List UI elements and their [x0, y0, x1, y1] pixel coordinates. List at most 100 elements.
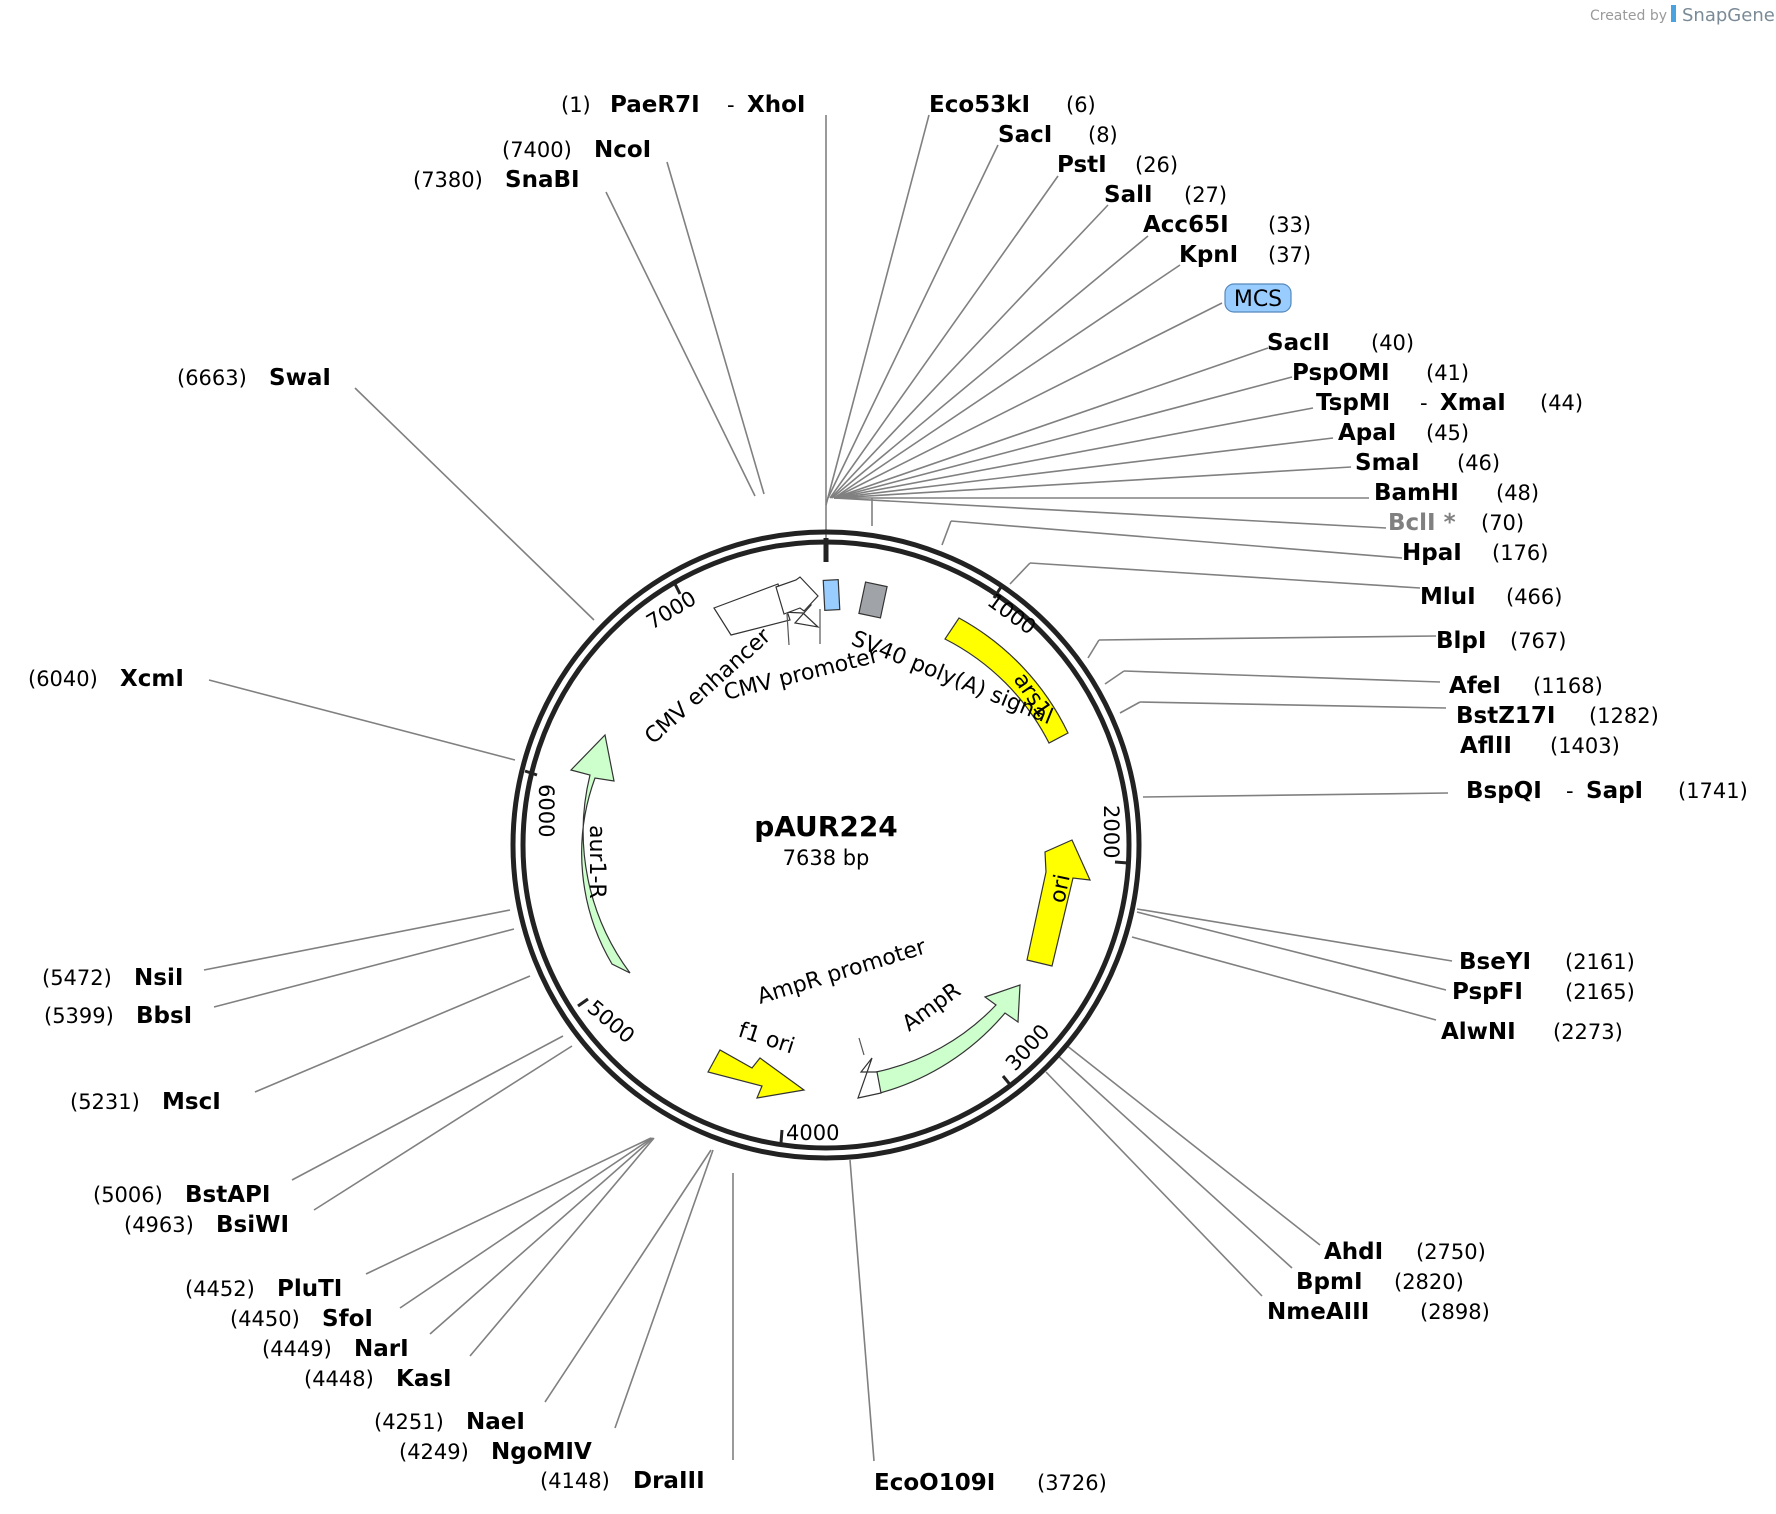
site-position: (4449) — [262, 1337, 332, 1361]
plasmid-backbone — [510, 529, 1142, 1161]
feature-leader — [858, 1037, 865, 1056]
site-name: BsiWI — [216, 1212, 289, 1238]
leader-line — [666, 161, 765, 495]
sv40-polya-block — [858, 581, 888, 619]
site-kpni: KpnI (37) — [1179, 242, 1311, 268]
site-xcmi: (6040) XcmI — [28, 666, 184, 692]
site-position: (1168) — [1533, 674, 1603, 698]
site-leader-lines — [203, 114, 1453, 1462]
site-name: MluI — [1420, 584, 1476, 610]
leader-line — [1136, 911, 1447, 991]
site-saci: SacI (8) — [998, 122, 1118, 148]
site-bstz17i: BstZ17I (1282) — [1456, 703, 1659, 729]
ori-arrow — [1026, 839, 1091, 967]
site-name: KpnI — [1179, 242, 1238, 268]
snapgene-credit: Created by SnapGene — [1590, 5, 1775, 26]
site-bstapi: (5006) BstAPI — [93, 1182, 270, 1208]
site-pspfi: PspFI (2165) — [1452, 979, 1635, 1005]
leader-line — [1131, 936, 1437, 1021]
leader-line — [833, 347, 1269, 499]
site-psti: PstI (26) — [1057, 152, 1178, 178]
leader-line — [365, 1137, 652, 1275]
site-ecoo109i: EcoO109I (3726) — [874, 1470, 1107, 1496]
site-aflii: AflII (1403) — [1460, 733, 1620, 759]
site-name: AlwNI — [1441, 1019, 1516, 1045]
site-smai: SmaI (46) — [1355, 450, 1500, 476]
site-eco53ki: Eco53kI (6) — [929, 92, 1096, 118]
leader-line — [1119, 701, 1141, 714]
site-ahdi: AhdI (2750) — [1324, 1239, 1486, 1265]
tick-label-2000: 2000 — [1099, 805, 1123, 858]
site-name: TspMI — [1316, 390, 1390, 416]
site-sali: SalI (27) — [1104, 182, 1227, 208]
ampr-promoter-arrow — [857, 1057, 882, 1099]
site-name: Acc65I — [1143, 212, 1229, 238]
aur1-r-label: aur1-R — [584, 825, 609, 899]
tick-mark-3000 — [1001, 1075, 1014, 1088]
site-name: NcoI — [594, 137, 651, 163]
leader-line — [429, 1137, 654, 1335]
site-name: BpmI — [1296, 1269, 1363, 1295]
site-position: (37) — [1268, 243, 1311, 267]
site-name: NaeI — [466, 1409, 525, 1435]
site-sacii: SacII (40) — [1267, 330, 1414, 356]
tick-mark-6000 — [524, 769, 538, 777]
site-position: (3726) — [1037, 1471, 1107, 1495]
site-position: (2898) — [1420, 1300, 1490, 1324]
site-bseyi: BseYI (2161) — [1459, 949, 1635, 975]
site-name: PaeR7I — [610, 92, 700, 118]
leader-line — [831, 235, 1149, 499]
site-mlui: MluI (466) — [1420, 584, 1562, 610]
site-name: BbsI — [136, 1003, 192, 1029]
site-name-alt: SapI — [1586, 778, 1643, 804]
site-position: (176) — [1492, 541, 1548, 565]
leader-line — [254, 975, 531, 1093]
scale-ticks — [524, 581, 1129, 1144]
site-name: DraIII — [633, 1468, 705, 1494]
leader-line — [208, 679, 516, 761]
site-paer7i-xhoi: (1) PaeR7I - XhoI — [561, 92, 805, 118]
ampr-label: AmpR — [898, 978, 966, 1037]
site-position: (45) — [1426, 421, 1469, 445]
site-position: (44) — [1540, 391, 1583, 415]
site-name-alt: XhoI — [747, 92, 805, 118]
site-name: NmeAIII — [1267, 1299, 1369, 1325]
leader-line — [313, 1045, 573, 1211]
site-name: MscI — [162, 1089, 221, 1115]
leader-line — [354, 387, 595, 621]
site-tspmi-xmai: TspMI - XmaI (44) — [1316, 390, 1583, 416]
credit-brand: SnapGene — [1682, 5, 1775, 26]
leader-line — [1139, 701, 1447, 709]
leader-line — [941, 520, 952, 546]
ars1-arrow — [944, 617, 1069, 744]
site-naei: (4251) NaeI — [374, 1409, 525, 1435]
site-bcli: BclI * (70) — [1388, 510, 1524, 536]
leader-line — [829, 175, 1059, 499]
site-position: (4448) — [304, 1367, 374, 1391]
leader-line — [605, 191, 756, 497]
site-position: (5006) — [93, 1183, 163, 1207]
cmv-promoter-arrow — [775, 576, 819, 615]
leader-line — [291, 1035, 564, 1181]
site-blpi: BlpI (767) — [1436, 628, 1566, 654]
leader-line — [399, 1137, 653, 1309]
site-position: (2820) — [1394, 1270, 1464, 1294]
site-position: (27) — [1184, 183, 1227, 207]
site-separator: - — [1566, 779, 1574, 803]
site-nsii: (5472) NsiI — [42, 965, 183, 991]
mcs-badge-label: MCS — [1234, 287, 1282, 312]
site-position: (6663) — [177, 366, 247, 390]
cmv-enhancer-body — [713, 583, 791, 636]
leader-line — [830, 204, 1109, 499]
site-name: NarI — [354, 1336, 409, 1362]
mcs-badge-box — [1224, 283, 1292, 313]
feature-leader — [786, 613, 790, 646]
site-name: PspFI — [1452, 979, 1523, 1005]
ori-label: ori — [1045, 872, 1075, 905]
leader-line — [1087, 639, 1100, 659]
site-name: BlpI — [1436, 628, 1486, 654]
mcs-badge: MCS — [1224, 283, 1292, 313]
site-position: (48) — [1496, 481, 1539, 505]
ampr-arrow — [875, 984, 1021, 1094]
site-name: SacI — [998, 122, 1052, 148]
